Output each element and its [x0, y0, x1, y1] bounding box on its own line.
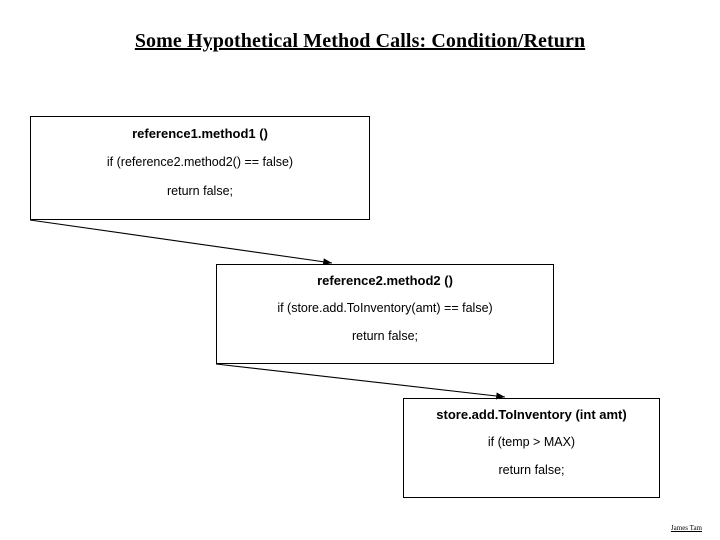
method1-signature: reference1.method1 () — [132, 126, 268, 141]
author-credit: James Tam — [670, 524, 702, 532]
method1-condition: if (reference2.method2() == false) — [106, 155, 294, 169]
method2-return: return false; — [351, 329, 418, 343]
inventory-signature: store.add.ToInventory (int amt) — [436, 407, 627, 422]
inventory-return: return false; — [498, 463, 565, 477]
inventory-condition: if (temp > MAX) — [487, 435, 576, 449]
method1-return: return false; — [166, 184, 233, 198]
method1-box: reference1.method1 () if (reference2.met… — [30, 116, 370, 220]
add-to-inventory-box: store.add.ToInventory (int amt) if (temp… — [403, 398, 660, 498]
method2-signature: reference2.method2 () — [317, 273, 453, 288]
arrow-method2-to-inventory — [215, 363, 506, 400]
method2-box: reference2.method2 () if (store.add.ToIn… — [216, 264, 554, 364]
method2-condition: if (store.add.ToInventory(amt) == false) — [277, 301, 493, 315]
page-title: Some Hypothetical Method Calls: Conditio… — [134, 30, 586, 52]
arrow-method1-to-method2 — [29, 219, 333, 266]
